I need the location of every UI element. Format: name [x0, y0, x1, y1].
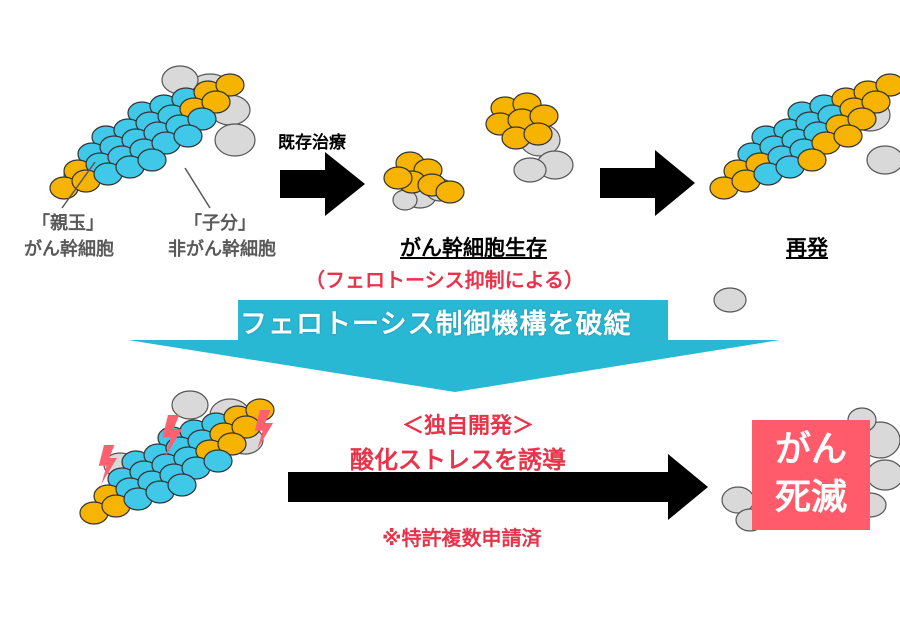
child-label-line1: 「子分」	[184, 213, 256, 234]
arrow-right-icon	[280, 152, 365, 216]
parent-label-line2: がん幹細胞	[24, 239, 114, 260]
lightning-bolt-icon	[98, 445, 117, 484]
normal-tissue-cell	[171, 390, 209, 420]
survival-label: がん幹細胞生存	[400, 236, 547, 260]
tumor-cluster-initial	[49, 65, 256, 200]
parent-label-line1: 「親玉」	[32, 213, 104, 234]
cancer-death-box: がん 死滅	[752, 420, 870, 530]
lightning-bolts	[98, 410, 273, 484]
normal-tissue-cell	[214, 123, 256, 157]
non-stem-cell	[173, 124, 203, 148]
arrow-right-icon	[288, 454, 708, 520]
therapy-label: 既存治療	[278, 133, 346, 153]
cancer-stem-cell	[847, 107, 877, 131]
lightning-bolt-icon	[162, 415, 182, 457]
survival-reason: （フェロトーシス抑制による）	[305, 268, 584, 292]
original-development-label: ＜独自開発＞	[402, 414, 535, 439]
surviving-stem-cells-small	[383, 151, 465, 211]
normal-tissue-cluster	[721, 407, 900, 532]
normal-tissue-cell	[866, 145, 900, 175]
normal-tissue-cell	[713, 287, 747, 313]
non-stem-cell	[137, 148, 167, 172]
normal-tissue-cell	[513, 157, 547, 183]
cancer-stem-cell	[875, 73, 900, 97]
recurrence-label: 再発	[786, 236, 828, 260]
banner-text: フェロトーシス制御機構を破綻	[240, 309, 632, 340]
cancer-stem-cell	[523, 122, 553, 146]
pointer-line-parent	[61, 161, 96, 209]
surviving-stem-cells-top	[485, 92, 574, 183]
lightning-bolt-icon	[254, 410, 273, 449]
non-stem-cell	[187, 107, 217, 131]
tumor-cluster-treated	[79, 390, 275, 525]
induce-oxidative-stress-label: 酸化ストレスを誘導	[350, 446, 566, 474]
pointer-line-child	[184, 167, 211, 209]
banner-body	[238, 300, 668, 342]
cancer-stem-cell	[383, 166, 413, 190]
cancer-stem-cell	[435, 180, 465, 204]
non-stem-cell	[167, 473, 197, 497]
banner-shape	[128, 340, 780, 392]
cancer-stem-cell	[797, 148, 827, 172]
result-line2: 死滅	[774, 477, 847, 518]
patent-note: ※特許複数申請済	[382, 526, 542, 550]
cancer-stem-cell	[833, 124, 863, 148]
normal-tissue-cell	[866, 459, 900, 491]
non-stem-cell	[203, 449, 233, 473]
result-line1: がん	[774, 429, 847, 470]
arrow-right-icon	[600, 150, 695, 216]
cancer-stem-cell	[215, 73, 245, 97]
cancer-stem-cell	[217, 432, 247, 456]
cancer-stem-cell	[201, 90, 231, 114]
child-label-line2: 非がん幹細胞	[168, 239, 276, 260]
tumor-cluster-recurrence	[709, 73, 900, 313]
cancer-stem-cell	[861, 90, 891, 114]
